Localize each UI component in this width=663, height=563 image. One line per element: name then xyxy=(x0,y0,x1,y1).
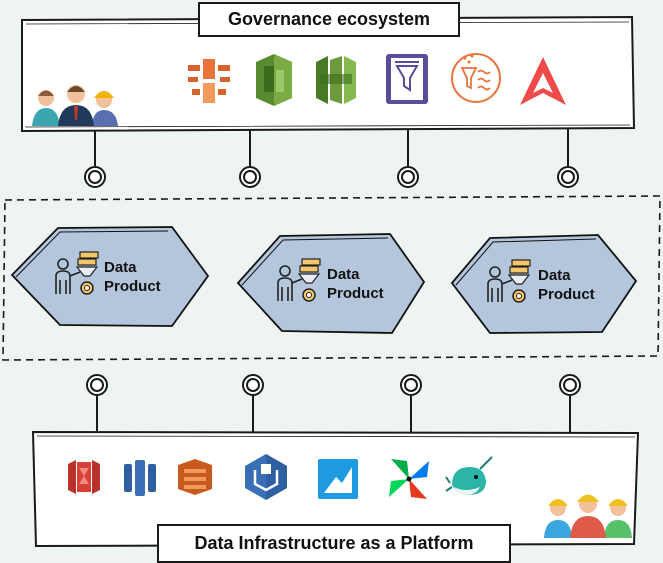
data-product-line2: Product xyxy=(538,286,595,303)
data-filter-icon xyxy=(451,53,501,103)
aws-cloudtrail-icon xyxy=(256,54,292,106)
governance-title-text: Governance ecosystem xyxy=(227,9,431,29)
data-product-label-2: Data Product xyxy=(327,265,384,303)
platform-title-text: Data Infrastructure as a Platform xyxy=(194,533,474,553)
amazon-redshift-icon xyxy=(68,460,100,494)
data-product-icon xyxy=(277,258,321,302)
atlan-logo-icon xyxy=(520,57,566,105)
engineers-group-icon xyxy=(544,494,632,538)
data-product-line1: Data xyxy=(538,267,571,284)
aws-lake-formation-icon xyxy=(188,59,230,103)
apache-airflow-icon xyxy=(389,459,429,499)
aws-kinesis-icon xyxy=(124,460,156,496)
data-product-line2: Product xyxy=(104,278,161,295)
aws-glue-icon xyxy=(178,459,212,495)
aws-glue-databrew-icon xyxy=(386,54,428,104)
data-product-line2: Product xyxy=(327,285,384,302)
data-product-line1: Data xyxy=(327,266,360,283)
data-product-label-3: Data Product xyxy=(538,266,595,304)
amazon-quicksight-icon xyxy=(318,459,358,499)
data-product-icon xyxy=(487,259,531,303)
amazon-s3-icon xyxy=(245,454,287,500)
aws-config-icon xyxy=(316,56,356,104)
data-product-label-1: Data Product xyxy=(104,258,161,296)
people-group-icon xyxy=(32,85,118,126)
narwhal-logo-icon xyxy=(445,456,493,495)
data-product-line1: Data xyxy=(104,259,137,276)
governance-title: Governance ecosystem xyxy=(198,2,460,37)
platform-title: Data Infrastructure as a Platform xyxy=(157,524,511,563)
data-product-icon xyxy=(55,251,99,295)
